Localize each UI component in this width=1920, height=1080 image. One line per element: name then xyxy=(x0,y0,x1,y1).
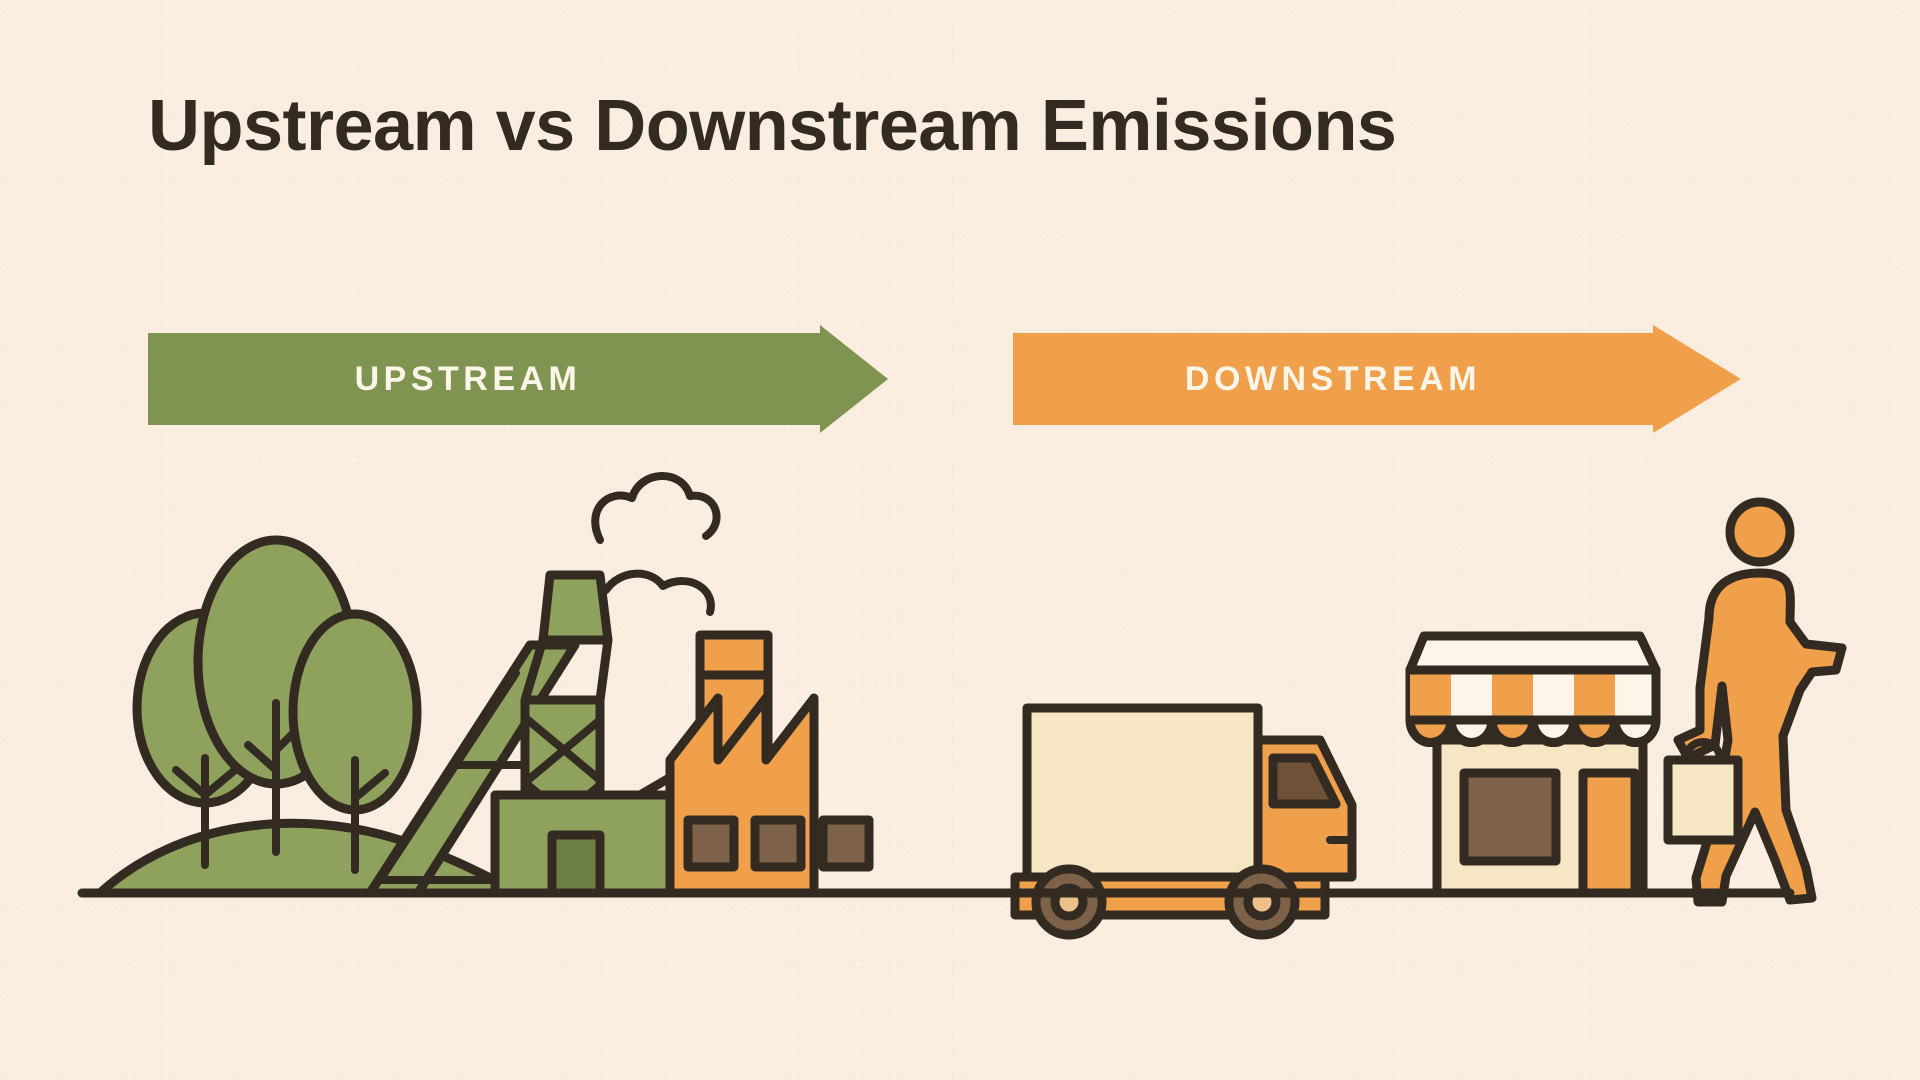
retail-storefront-group xyxy=(1405,631,1661,898)
page-title: Upstream vs Downstream Emissions xyxy=(148,86,1397,166)
factory-smoke xyxy=(591,472,721,616)
factory-group xyxy=(665,630,874,898)
trees-on-hill-group xyxy=(95,535,525,898)
downstream-arrow-label: DOWNSTREAM xyxy=(1184,359,1482,398)
upstream-arrow-banner: UPSTREAM xyxy=(148,325,888,433)
upstream-arrow-label: UPSTREAM xyxy=(354,359,582,398)
downstream-arrow-banner: DOWNSTREAM xyxy=(1013,325,1741,433)
value-chain-illustration xyxy=(0,440,1920,960)
tree-right xyxy=(288,609,422,874)
walking-shopper-group xyxy=(1663,497,1847,907)
upstream-arrow-shape xyxy=(148,325,888,433)
downstream-arrow-shape xyxy=(1013,325,1741,433)
scene-svg xyxy=(77,472,1847,940)
delivery-truck-group xyxy=(1010,703,1357,940)
